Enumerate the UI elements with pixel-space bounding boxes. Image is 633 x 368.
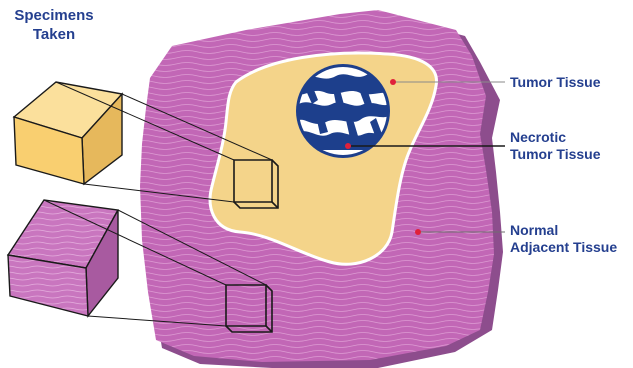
- necrotic-label-line-1: Necrotic: [510, 129, 601, 146]
- tumor-tissue-label-text: Tumor Tissue: [510, 74, 601, 91]
- necrotic-marker-dot: [345, 143, 351, 149]
- normal-label-line-2: Adjacent Tissue: [510, 239, 617, 256]
- title-line-1: Specimens: [9, 6, 99, 25]
- normal-marker-dot: [415, 229, 421, 235]
- necrotic-tumor-tissue-label: Necrotic Tumor Tissue: [510, 129, 601, 163]
- normal-label-line-1: Normal: [510, 222, 617, 239]
- title-line-2: Taken: [9, 25, 99, 44]
- tumor-marker-dot: [390, 79, 396, 85]
- normal-specimen-cube: [8, 200, 118, 316]
- necrotic-core-pattern: [299, 73, 390, 150]
- specimens-taken-title: Specimens Taken: [9, 6, 99, 44]
- necrotic-label-line-2: Tumor Tissue: [510, 146, 601, 163]
- tumor-tissue-label: Tumor Tissue: [510, 74, 601, 91]
- tumor-specimen-cube: [14, 82, 122, 184]
- normal-adjacent-tissue-label: Normal Adjacent Tissue: [510, 222, 617, 256]
